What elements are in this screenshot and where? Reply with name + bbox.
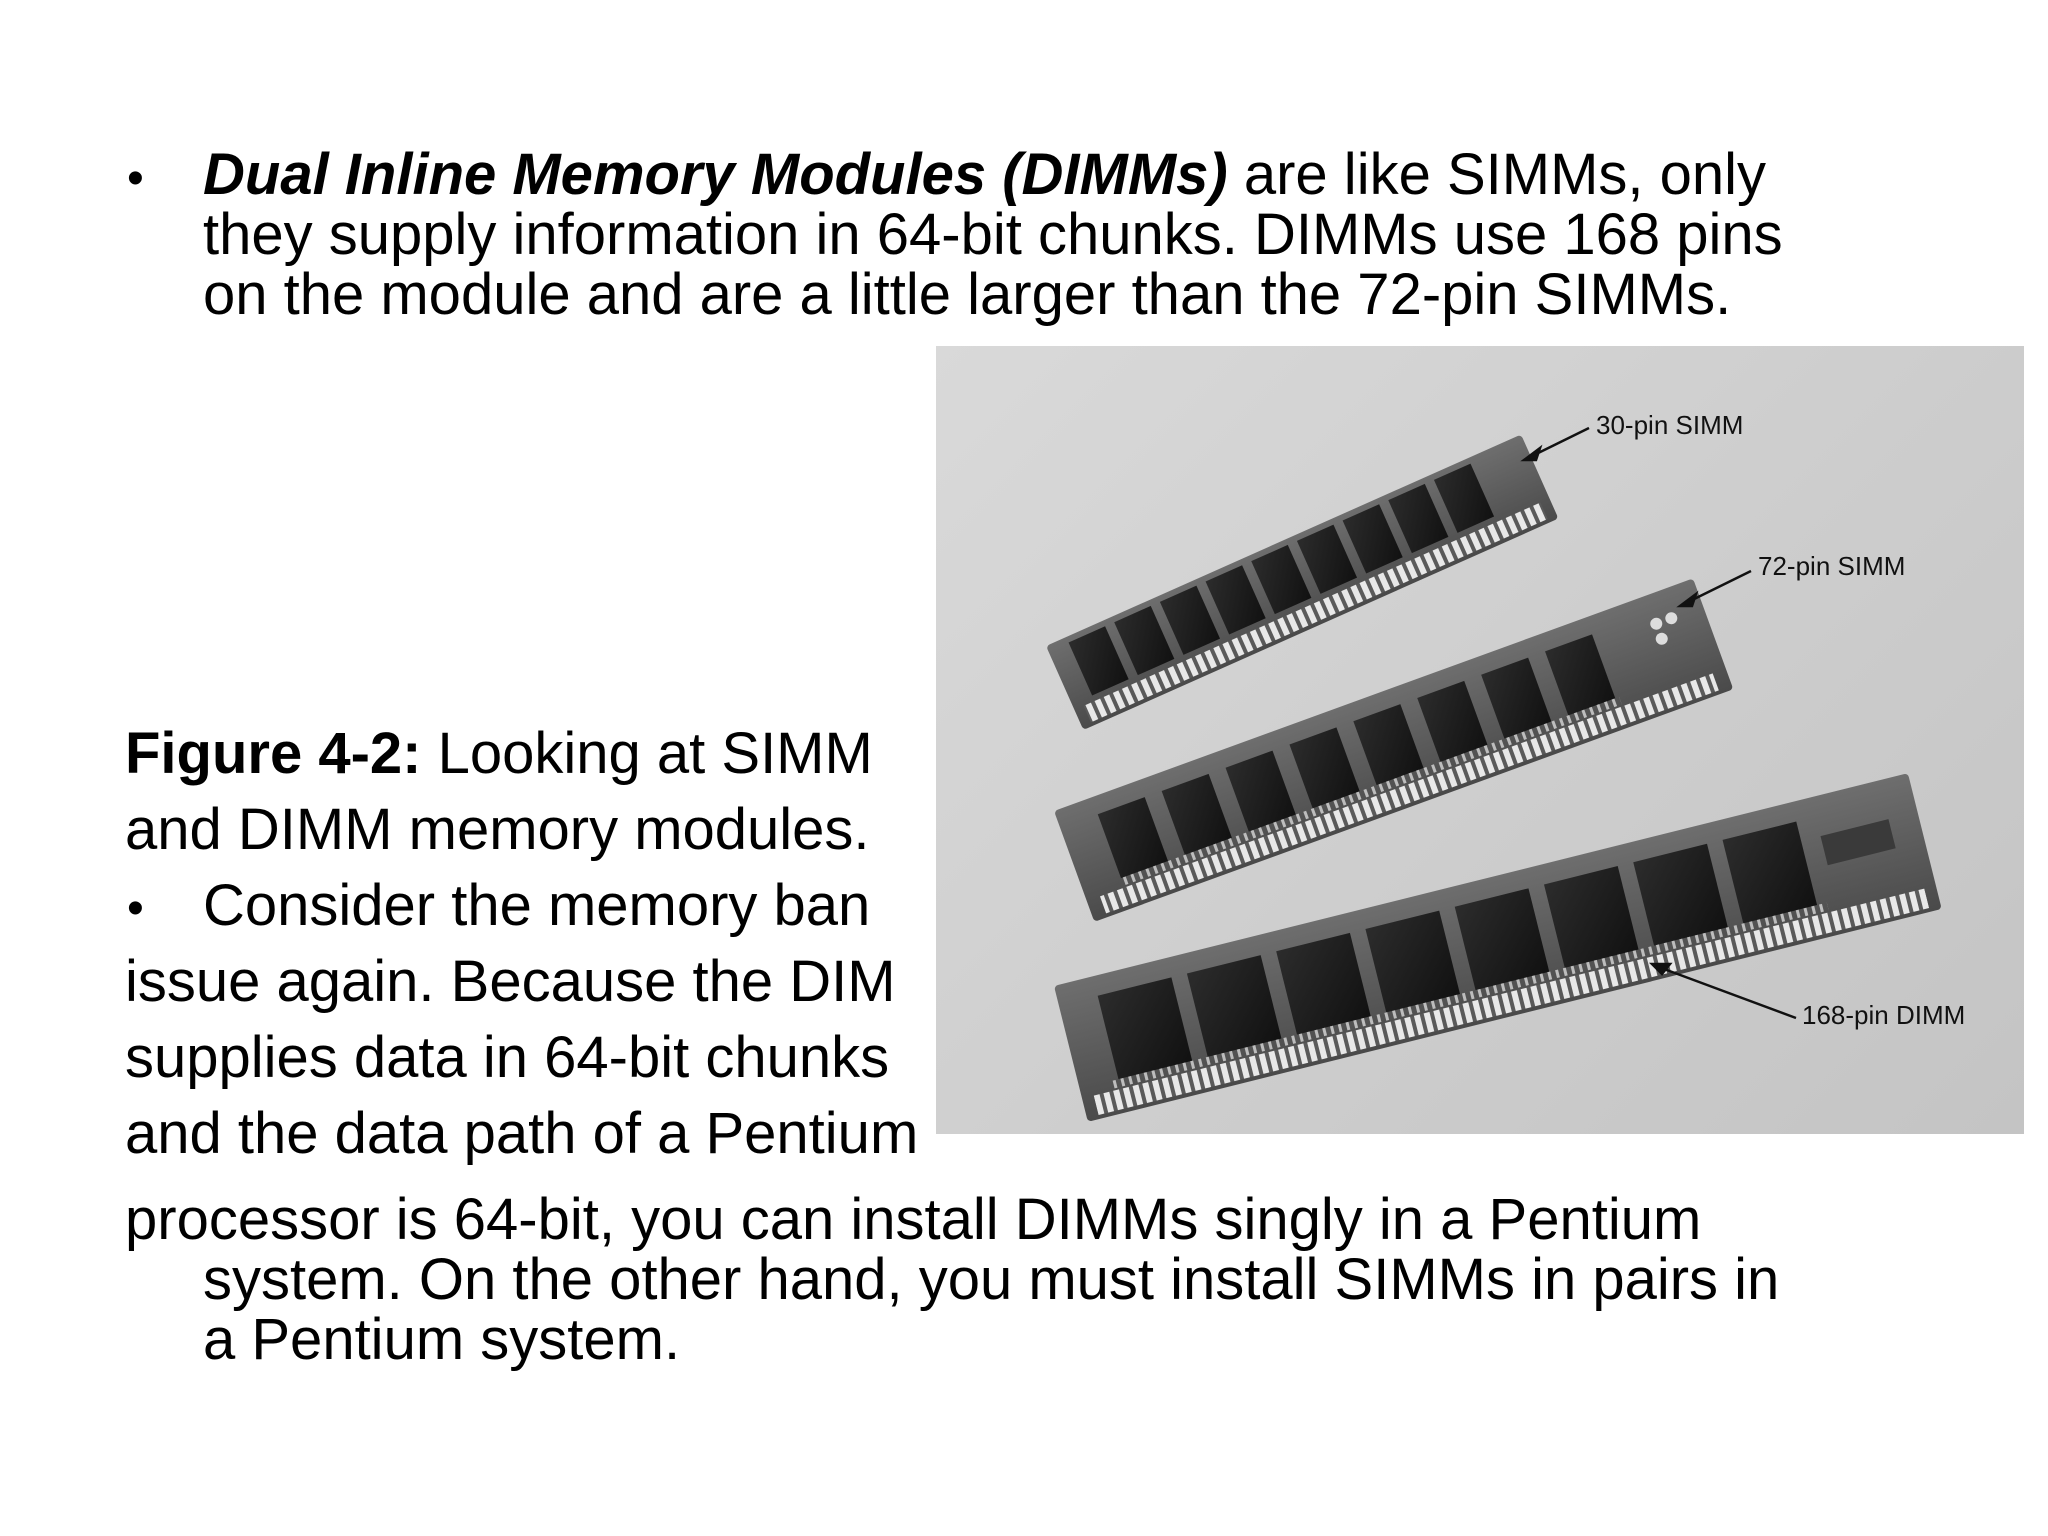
label-168-pin-dimm: 168-pin DIMM [1802, 1000, 1966, 1030]
bullet1-line1-rest: are like SIMMs, only [1227, 142, 1767, 207]
bullet1-line3: on the module and are a little larger th… [203, 262, 1732, 327]
bullet2-line4: and the data path of a Pentium [125, 1101, 919, 1166]
figure-caption-rest: Looking at SIMM [421, 721, 873, 786]
bullet-dimm-definition: Dual Inline Memory Modules (DIMMs) are l… [203, 145, 1783, 325]
figure-caption-line1: Figure 4-2: Looking at SIMM [125, 716, 873, 792]
label-arrows [1520, 426, 1797, 1020]
bullet1-line1: Dual Inline Memory Modules (DIMMs) are l… [203, 145, 1783, 205]
bullet2-line5: processor is 64-bit, you can install DIM… [125, 1187, 1702, 1252]
bullet-marker: • [127, 152, 144, 205]
bullet2-line3: supplies data in 64-bit chunks [125, 1025, 890, 1090]
label-72-pin-simm: 72-pin SIMM [1758, 551, 1906, 581]
bullet2-continuation: system. On the other hand, you must inst… [203, 1250, 1779, 1370]
bullet2-line7: a Pentium system. [203, 1307, 681, 1372]
dimm-term: Dual Inline Memory Modules (DIMMs) [203, 142, 1228, 207]
dimm-168pin [1054, 773, 1941, 1121]
bullet2-line6: system. On the other hand, you must inst… [203, 1247, 1780, 1312]
figure-label: Figure 4-2: [125, 721, 422, 786]
bullet1-line2: they supply information in 64-bit chunks… [203, 202, 1783, 267]
label-30-pin-simm: 30-pin SIMM [1596, 410, 1744, 440]
figure-caption-line2: and DIMM memory modules. [125, 797, 870, 862]
bullet-marker: • [127, 882, 144, 935]
memory-modules-photo: 30-pin SIMM 72-pin SIMM 168-pin DIMM [936, 346, 2024, 1134]
bullet2-line2: issue again. Because the DIM [125, 949, 896, 1014]
simm-30pin [1047, 435, 1558, 729]
memory-modules-illustration [1047, 426, 1941, 1121]
bullet2-line1: Consider the memory ban [203, 873, 871, 938]
simm-72pin [1055, 579, 1733, 921]
